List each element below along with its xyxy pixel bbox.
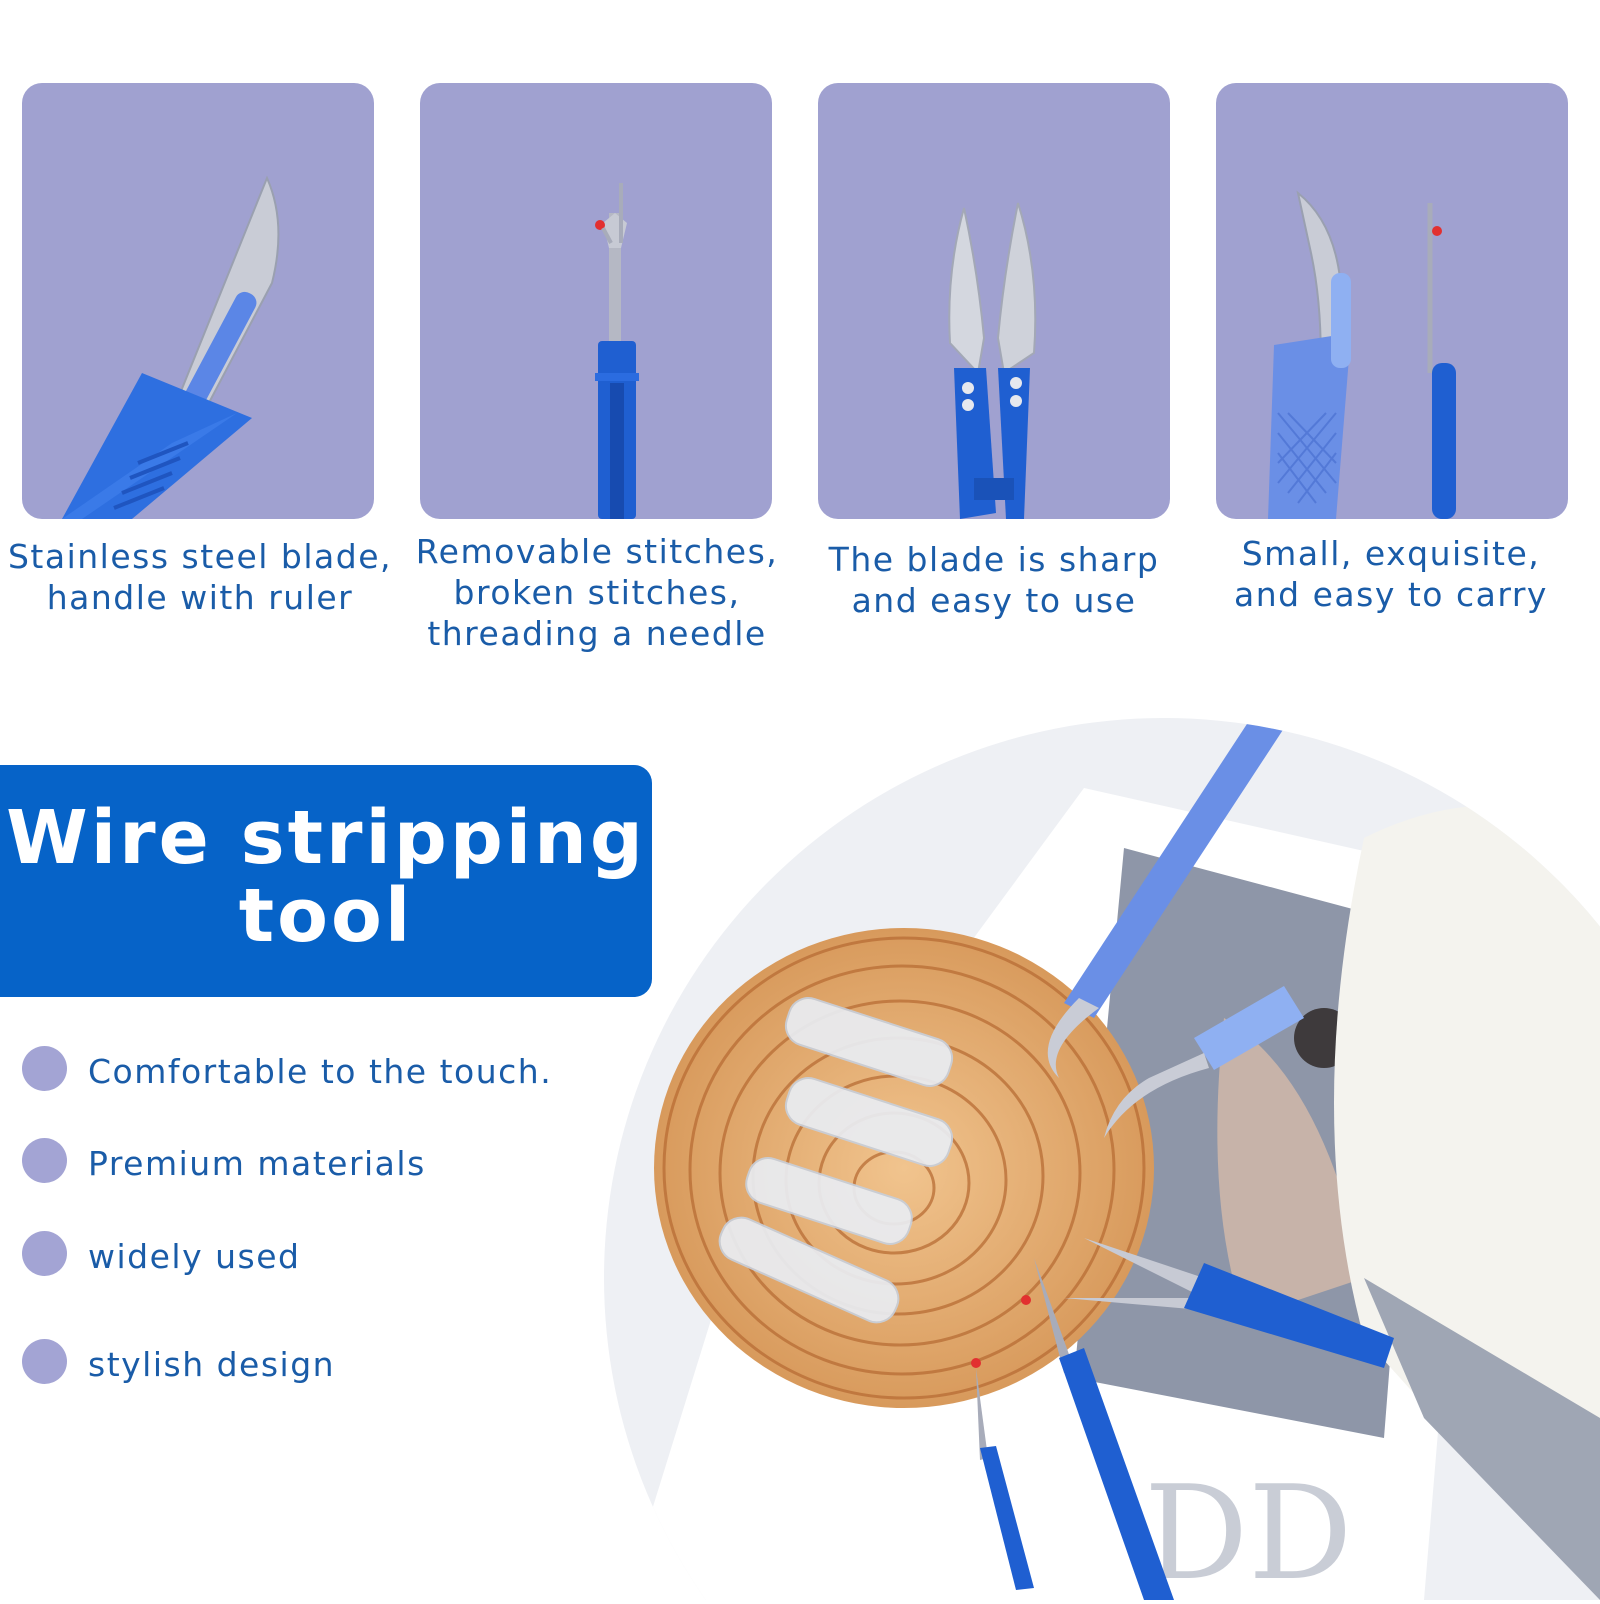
blade-and-ripper-icon	[1216, 83, 1568, 519]
panel-caption: The blade is sharp and easy to use	[792, 539, 1196, 621]
page-title-line-1: Wire stripping	[6, 795, 646, 881]
panel-caption: Small, exquisite, and easy to carry	[1190, 533, 1592, 615]
caption-line: broken stitches,	[453, 573, 741, 612]
caption-line: and easy to use	[851, 581, 1137, 620]
caption-line: Small, exquisite,	[1241, 534, 1541, 573]
caption-line: threading a needle	[427, 614, 767, 653]
panel-caption: Removable stitches, broken stitches, thr…	[396, 531, 798, 654]
caption-line: Stainless steel blade,	[7, 537, 392, 576]
feature-label: stylish design	[88, 1345, 336, 1384]
feature-label: Comfortable to the touch.	[88, 1052, 553, 1091]
bullet-dot-icon	[22, 1046, 67, 1091]
caption-line: and easy to carry	[1234, 575, 1548, 614]
bullet-dot-icon	[22, 1138, 67, 1183]
caption-line: The blade is sharp	[828, 540, 1160, 579]
feature-item: Comfortable to the touch.	[22, 1046, 622, 1096]
seam-ripper-blade-icon	[22, 83, 374, 519]
panel-combo	[1216, 83, 1568, 519]
panel-caption: Stainless steel blade, handle with ruler	[0, 536, 400, 618]
panel-blade	[22, 83, 374, 519]
feature-item: widely used	[22, 1231, 622, 1281]
magazine-text: DD	[1144, 1457, 1352, 1600]
title-banner: Wire stripping tool	[0, 765, 652, 997]
feature-label: Premium materials	[88, 1144, 426, 1183]
seam-ripper-fork-icon	[420, 83, 772, 519]
panel-snips	[818, 83, 1170, 519]
bullet-dot-icon	[22, 1339, 67, 1384]
panel-ripper	[420, 83, 772, 519]
product-photo-image: DD	[604, 718, 1600, 1604]
bullet-dot-icon	[22, 1231, 67, 1276]
product-photo: DD	[604, 718, 1600, 1604]
feature-item: stylish design	[22, 1339, 622, 1389]
feature-label: widely used	[88, 1237, 301, 1276]
feature-item: Premium materials	[22, 1138, 622, 1188]
caption-line: handle with ruler	[46, 578, 354, 617]
page-title-line-2: tool	[238, 873, 414, 959]
caption-line: Removable stitches,	[415, 532, 779, 571]
thread-snips-icon	[818, 83, 1170, 519]
